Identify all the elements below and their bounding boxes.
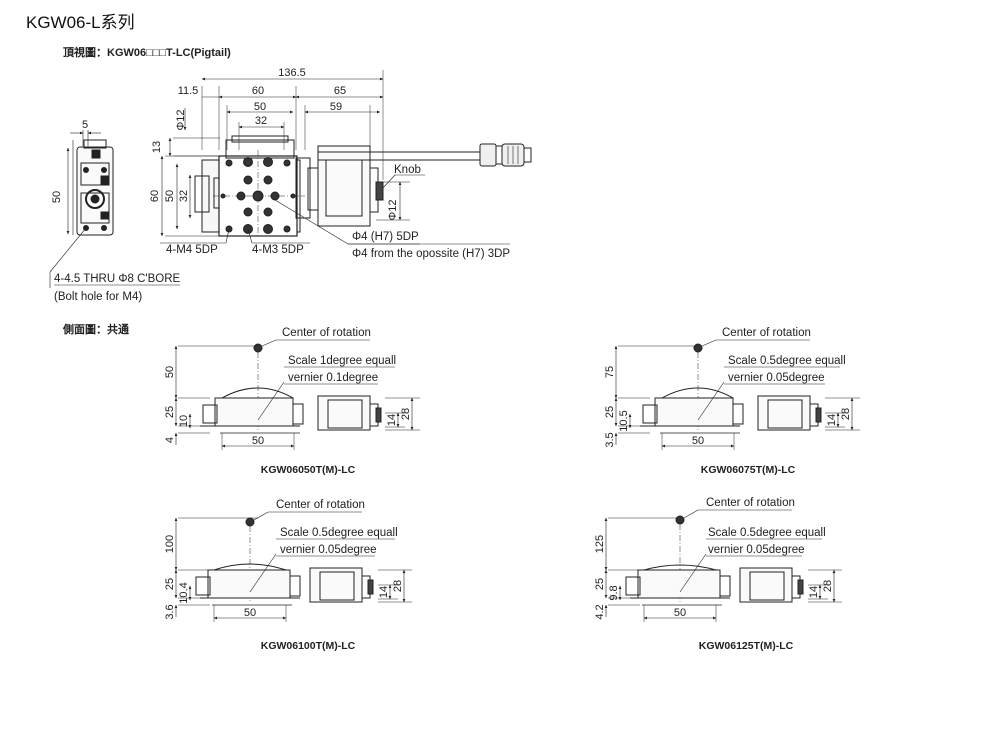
width-dim: 50 [244,607,256,619]
model-name: KGW06100T(M)-LC [261,640,356,652]
vernier-label: vernier 0.1degree [288,372,378,384]
page-title: KGW06-L系列 [26,13,135,32]
motor-length-dim: 65 [334,85,346,97]
end-view-height-dim: 50 [51,191,63,203]
motor-height-dim: 28 [840,408,852,420]
bottom-dim: 3.5 [604,432,616,447]
center-rotation-label: Center of rotation [722,327,811,339]
height-60-dim: 60 [149,190,161,202]
side-view-3: Center of rotation Scale 0.5degree equal… [164,499,412,652]
width-dim: 50 [674,607,686,619]
phi12-knob-dim: Φ12 [387,199,399,220]
bottom-dim: 3.6 [164,604,176,619]
end-view-width-dim: 5 [82,119,88,131]
motor-small-dim: 14 [808,586,820,598]
rotation-height-dim: 100 [164,535,176,553]
scale-label: Scale 0.5degree equall [280,527,398,539]
motor-height-dim: 28 [392,580,404,592]
motor-small-dim: 14 [378,586,390,598]
height-32-dim: 32 [178,190,190,202]
body-height-dim: 25 [164,406,176,418]
scale-label: Scale 0.5degree equall [708,527,826,539]
motor-height-dim: 28 [822,580,834,592]
m4-label: 4-M4 5DP [166,244,218,256]
base-height-dim: 9.8 [608,585,620,600]
scale-label: Scale 0.5degree equall [728,355,846,367]
base-height-dim: 10.5 [618,410,630,431]
vernier-label: vernier 0.05degree [728,372,825,384]
side-view-4: Center of rotation Scale 0.5degree equal… [594,497,842,652]
m3-label: 4-M3 5DP [252,244,304,256]
model-name: KGW06050T(M)-LC [261,464,356,476]
top-view-label: 頂視圖：KGW06□□□T-LC(Pigtail) [63,47,231,59]
end-view [49,130,114,288]
phi12-top-dim: Φ12 [175,109,187,130]
body-height-dim: 25 [594,578,606,590]
left-margin-dim: 11.5 [178,85,199,97]
bottom-dim: 4 [164,437,176,443]
scale-label: Scale 1degree equall [288,355,396,367]
center-rotation-label: Center of rotation [282,327,371,339]
height-50-dim: 50 [164,190,176,202]
center-rotation-label: Center of rotation [706,497,795,509]
model-name: KGW06075T(M)-LC [701,464,796,476]
rotation-height-dim: 125 [594,535,606,553]
center-rotation-label: Center of rotation [276,499,365,511]
base-height-dim: 10 [178,415,190,427]
thru-hole-label: 4-4.5 THRU Φ8 C'BORE [54,273,181,285]
motor-body-dim: 59 [330,101,342,113]
rotation-height-dim: 50 [164,366,176,378]
stage-width-dim: 60 [252,85,264,97]
side-view-2: Center of rotation Scale 0.5degree equal… [604,327,860,476]
knob-label: Knob [394,164,421,176]
side-view-1: Center of rotation Scale 1degree equall … [164,327,420,476]
vernier-label: vernier 0.05degree [280,544,377,556]
vernier-label: vernier 0.05degree [708,544,805,556]
width-dim: 50 [692,435,704,447]
bottom-dim: 4.2 [594,604,606,619]
overall-length-dim: 136.5 [278,67,306,79]
model-name: KGW06125T(M)-LC [699,640,794,652]
pin-hole-opposite-label: Φ4 from the opossite (H7) 3DP [352,248,510,260]
motor-small-dim: 14 [826,414,838,426]
pin-hole-label: Φ4 (H7) 5DP [352,231,419,243]
body-height-dim: 25 [604,406,616,418]
rotation-height-dim: 75 [604,366,616,378]
inner-width-dim: 32 [255,115,267,127]
top-view-stage [160,70,532,245]
side-view-label: 側面圖：共通 [63,324,129,336]
body-height-dim: 25 [164,578,176,590]
motor-small-dim: 14 [386,414,398,426]
base-height-dim: 10.4 [178,582,190,603]
motor-height-dim: 28 [400,408,412,420]
table-width-dim: 50 [254,101,266,113]
top-margin-dim: 13 [151,141,163,153]
width-dim: 50 [252,435,264,447]
bolt-hole-label: (Bolt hole for M4) [54,291,142,303]
